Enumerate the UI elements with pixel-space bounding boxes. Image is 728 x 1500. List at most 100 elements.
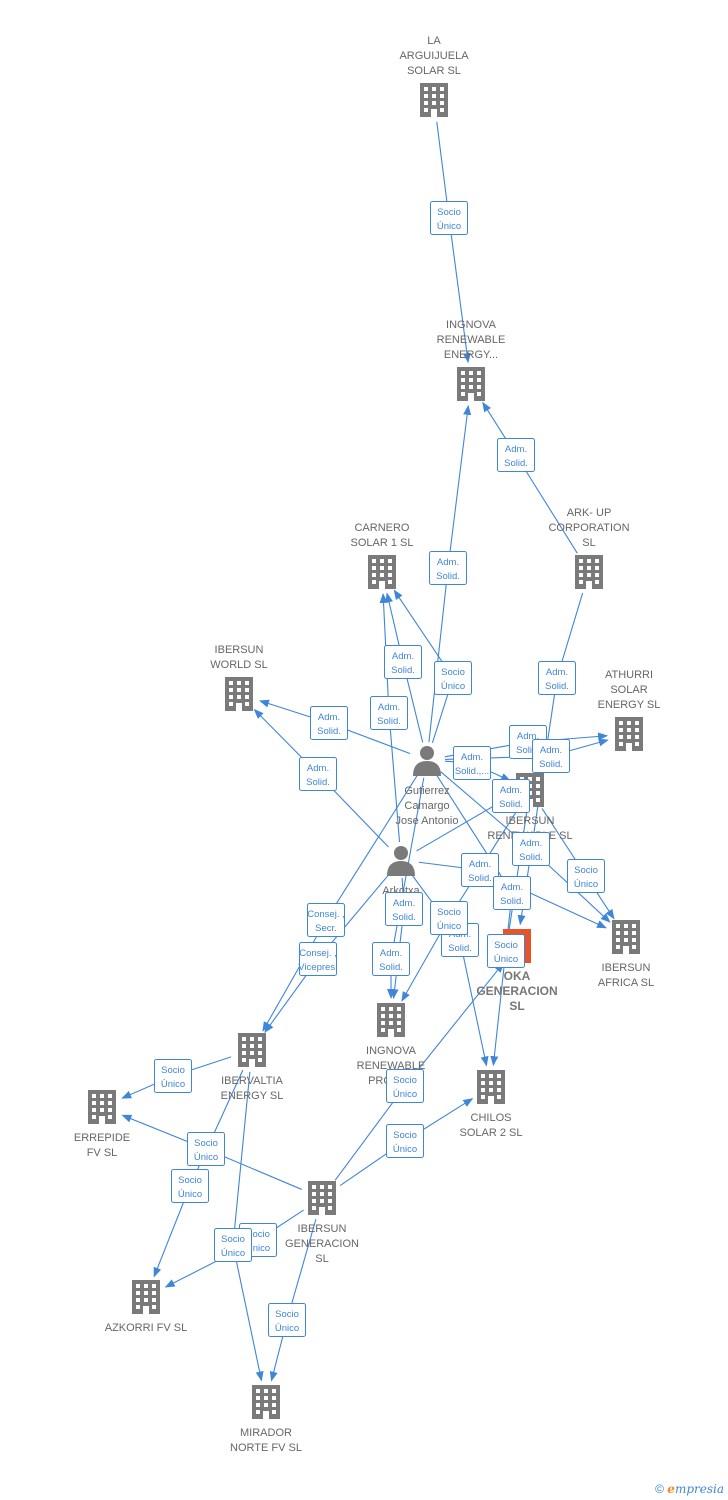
node-label-line: ARK- UP xyxy=(567,507,612,519)
node-label-line: FV SL xyxy=(87,1147,118,1159)
edge-label[interactable]: Adm.Solid.,... xyxy=(453,746,491,780)
building-icon xyxy=(575,555,603,589)
footer-brand[interactable]: © empresia xyxy=(655,1482,724,1496)
node-label-line: CARNERO xyxy=(354,522,409,534)
edge-label-line: Socio xyxy=(437,207,461,218)
node-label-line: NORTE FV SL xyxy=(230,1442,302,1454)
building-icon xyxy=(252,1385,280,1419)
node-label-line: OKA xyxy=(504,969,531,983)
edge-label-line: Socio xyxy=(246,1229,270,1240)
edge-label-line: Solid. xyxy=(317,726,341,737)
edge-label-line: Único xyxy=(178,1189,202,1200)
edge-label-line: Único xyxy=(437,221,461,232)
edge-label[interactable]: Adm.Solid. xyxy=(512,832,550,866)
edge-label-line: Solid. xyxy=(516,745,540,756)
node-azkorri[interactable]: AZKORRI FV SL xyxy=(105,1280,188,1334)
building-icon xyxy=(612,920,640,954)
edge-label-line: Secr. xyxy=(315,923,337,934)
building-icon xyxy=(477,1070,505,1104)
edge-label[interactable]: Adm.Solid. xyxy=(497,438,535,472)
edge-label[interactable]: Adm. Solid. xyxy=(492,779,530,813)
edge-label[interactable]: Adm.Solid. xyxy=(372,942,410,976)
building-icon xyxy=(457,367,485,401)
brand-initial: e xyxy=(667,1482,675,1496)
node-label-line: INGNOVA xyxy=(366,1045,417,1057)
edge-label-box xyxy=(299,942,337,976)
node-ingnova_projects[interactable]: INGNOVARENEWABLEPROJE... xyxy=(357,1003,426,1087)
node-label-line: AZKORRI FV SL xyxy=(105,1322,188,1334)
edge-label[interactable]: Adm.Solid. xyxy=(370,696,408,730)
edge-label-box xyxy=(171,1169,209,1203)
edge-label[interactable]: Adm.Solid. xyxy=(493,876,531,910)
edge-label-line: Único xyxy=(574,879,598,890)
building-icon xyxy=(238,1033,266,1067)
node-label-line: IBERVALTIA xyxy=(221,1075,283,1087)
edge-label-box xyxy=(385,892,423,926)
edge-label[interactable]: Consej. ,Secr. xyxy=(307,903,345,937)
brand-rest: mpresia xyxy=(674,1482,724,1496)
edge-label[interactable]: Adm.Solid. xyxy=(429,551,467,585)
person-icon xyxy=(413,746,441,776)
edge-label-box xyxy=(268,1303,306,1337)
edge-label[interactable]: Adm.Solid. xyxy=(384,645,422,679)
edge-label-line: Socio xyxy=(178,1175,202,1186)
edge-label-box xyxy=(214,1228,252,1262)
edge-label-line: Solid. xyxy=(306,777,330,788)
node-label-line: WORLD SL xyxy=(210,659,267,671)
edge-label[interactable]: Adm. Solid. xyxy=(310,706,348,740)
edge-label-box xyxy=(386,1124,424,1158)
edge-label-box xyxy=(386,1069,424,1103)
edge-label-line: Único xyxy=(393,1144,417,1155)
node-label-line: SOLAR SL xyxy=(407,65,461,77)
edge-label-box xyxy=(372,942,410,976)
edge-label-box xyxy=(567,859,605,893)
edge-label-line: Adm. xyxy=(540,745,562,756)
edge-label-line: Solid.,... xyxy=(455,766,489,777)
edge-label-line: Socio xyxy=(437,907,461,918)
edge-label[interactable]: Adm.Solid. xyxy=(461,853,499,887)
node-label-line: ENERGY... xyxy=(444,349,498,361)
edge-label[interactable]: Adm.Solid. xyxy=(299,757,337,791)
edge-label-line: Solid. xyxy=(499,799,523,810)
node-label-line: SOLAR 2 SL xyxy=(460,1127,523,1139)
edge-label[interactable]: Adm.Solid. xyxy=(538,661,576,695)
edge-label-line: Adm. xyxy=(318,712,340,723)
node-label-line: ENERGY SL xyxy=(598,699,661,711)
node-label-line: Jose Antonio xyxy=(396,815,459,827)
edge-label-line: Socio xyxy=(393,1130,417,1141)
edge-label-box xyxy=(370,696,408,730)
edge-label[interactable]: Adm.Solid. xyxy=(532,739,570,773)
edge-label[interactable]: Adm.Solid. xyxy=(385,892,423,926)
node-label-line: GENERACION xyxy=(476,984,557,998)
edge-label-line: Adm. xyxy=(500,785,522,796)
node-ingnova_energy[interactable]: INGNOVARENEWABLEENERGY... xyxy=(437,319,506,401)
edge-label[interactable]: Consej. ,Vicepres. xyxy=(298,942,338,976)
node-label-line: Camargo xyxy=(404,800,449,812)
node-label-line: SL xyxy=(315,1253,328,1265)
building-icon xyxy=(132,1280,160,1314)
